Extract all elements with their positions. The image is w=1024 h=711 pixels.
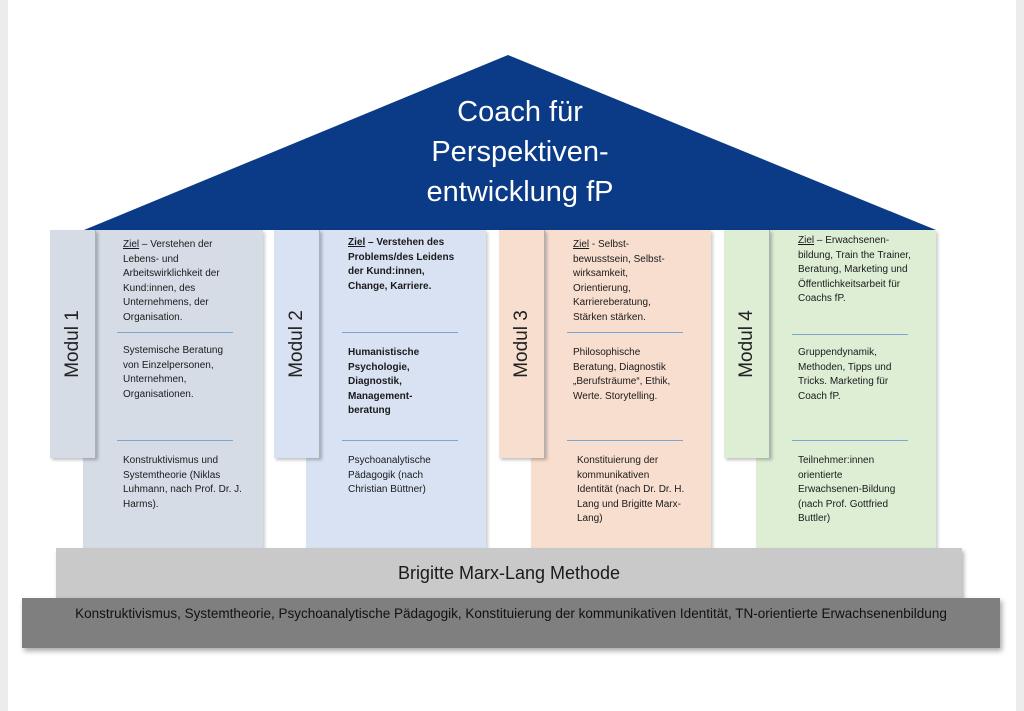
roof-title: Coach für Perspektiven- entwicklung fP (338, 92, 702, 212)
modul-2-separator-1 (342, 332, 458, 333)
modul-2-goal-prefix: Ziel (348, 237, 366, 248)
roof (84, 55, 936, 230)
modul-3-goal-prefix: Ziel (573, 239, 590, 250)
modul-2-content: Humanistische Psychologie, Diagnostik, M… (348, 347, 420, 416)
modul-4-content: Gruppendynamik, Methoden, Tipps und Tric… (798, 347, 892, 402)
method-bar: Brigitte Marx-Lang Methode (56, 548, 962, 598)
modul-3-goal-text: - Selbst-bewusstsein, Selbst-wirksamkeit… (573, 239, 665, 323)
modul-2-goal: Ziel – Verstehen des Problems/des Leiden… (348, 236, 460, 294)
roof-title-line-1: Coach für (457, 96, 583, 128)
modul-3-theory: Konstituierung der kommunikativen Identi… (577, 455, 685, 524)
modul-2-label: Modul 2 (285, 310, 307, 378)
modul-1-label: Modul 1 (61, 310, 83, 378)
modul-3-separator-1 (567, 332, 683, 333)
modul-1-separator-2 (117, 440, 233, 441)
modul-1-theory: Konstruktivismus und Systemtheorie (Nikl… (123, 455, 242, 510)
modul-4-goal-text: – Erwachsenen-bildung, Train the Trainer… (798, 235, 911, 304)
modul-4-label: Modul 4 (735, 310, 757, 378)
modul-2-theory: Psychoanalytische Pädagogik (nach Christ… (348, 455, 431, 495)
modul-3-goal: Ziel - Selbst-bewusstsein, Selbst-wirksa… (573, 238, 683, 325)
tab-modul-1: Modul 1 (50, 230, 96, 458)
tab-modul-2: Modul 2 (274, 230, 320, 458)
modul-1-content: Systemische Beratung von Einzelpersonen,… (123, 345, 224, 400)
foundation-bar: Konstruktivismus, Systemtheorie, Psychoa… (22, 598, 1000, 648)
modul-1-goal-prefix: Ziel (123, 239, 140, 250)
pillar-modul-1: Ziel – Verstehen der Lebens- und Arbeits… (83, 230, 263, 548)
modul-4-goal-prefix: Ziel (798, 235, 815, 246)
modul-4-theory: Teilnehmer:innen orientierte Erwachsenen… (798, 455, 896, 524)
modul-3-separator-2 (567, 440, 683, 441)
modul-1-goal: Ziel – Verstehen der Lebens- und Arbeits… (123, 238, 243, 325)
roof-shape (84, 55, 936, 230)
modul-3-label: Modul 3 (510, 310, 532, 378)
modul-4-separator-1 (792, 334, 908, 335)
modul-3-content: Philosophische Beratung, Diagnostik „Ber… (573, 347, 671, 402)
pillar-modul-2: Ziel – Verstehen des Problems/des Leiden… (306, 230, 486, 548)
tab-modul-3: Modul 3 (499, 230, 545, 458)
modul-1-separator-1 (117, 332, 233, 333)
roof-title-line-2: Perspektiven- (431, 136, 609, 168)
roof-title-line-3: entwicklung fP (426, 176, 614, 208)
tab-modul-4: Modul 4 (724, 230, 770, 458)
modul-4-separator-2 (792, 440, 908, 441)
modul-2-separator-2 (342, 440, 458, 441)
pillar-modul-4: Ziel – Erwachsenen-bildung, Train the Tr… (756, 230, 936, 548)
modul-4-goal: Ziel – Erwachsenen-bildung, Train the Tr… (798, 234, 916, 307)
modul-2-goal-text: – Verstehen des Problems/des Leidens der… (348, 237, 455, 292)
diagram-page: Coach für Perspektiven- entwicklung fP Z… (8, 0, 1016, 711)
modul-1-goal-text: – Verstehen der Lebens- und Arbeitswirkl… (123, 239, 220, 323)
pillar-modul-3: Ziel - Selbst-bewusstsein, Selbst-wirksa… (531, 230, 711, 548)
